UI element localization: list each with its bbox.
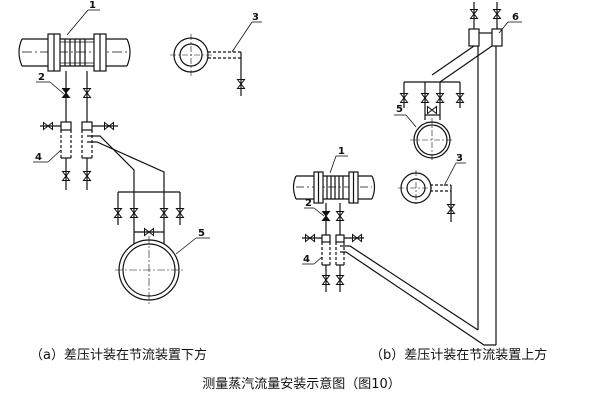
pipe-section-b <box>398 170 452 222</box>
main-pipe-b <box>292 175 376 200</box>
label-3-a: 3 <box>252 12 259 23</box>
long-impulse-lines-b <box>477 46 497 345</box>
label-5-a: 5 <box>198 228 205 239</box>
condensers-b <box>302 234 364 266</box>
orifice-plate-a <box>60 39 94 66</box>
label-1-a: 1 <box>89 0 96 11</box>
dp-gauge-a <box>115 236 183 304</box>
caption-b: （b）差压计装在节流装置上方 <box>370 348 548 363</box>
signal-lines-a <box>87 135 165 238</box>
condensers-a <box>40 121 118 159</box>
valve-manifold-a <box>117 191 181 233</box>
root-valve-left-a <box>61 87 71 99</box>
sloped-signal-lines-b <box>340 245 496 346</box>
valve-manifold-b <box>403 45 493 120</box>
caption-a: （a）差压计装在节流装置下方 <box>30 348 207 363</box>
item-labels: 1 2 3 4 5 6 5 3 1 2 4 <box>35 0 519 265</box>
label-4-a: 4 <box>35 152 42 163</box>
flange-pair-a <box>47 33 107 72</box>
dp-gauge-b <box>410 118 454 162</box>
label-2-a: 2 <box>38 72 45 83</box>
condensers-top-b <box>468 28 503 47</box>
balance-valve-b <box>426 105 438 115</box>
label-3-b: 3 <box>456 153 463 164</box>
label-6-b: 6 <box>512 12 519 23</box>
figure-caption: 测量蒸汽流量安装示意图（图10） <box>202 377 401 392</box>
pipe-section-a <box>170 34 242 96</box>
label-5-b: 5 <box>396 104 403 115</box>
flange-pair-b <box>313 171 359 204</box>
figure-b-meter-above <box>292 2 522 346</box>
figure-a-meter-below <box>18 9 262 304</box>
label-1-b: 1 <box>338 146 345 157</box>
label-4-b: 4 <box>303 254 310 265</box>
label-2-b: 2 <box>305 198 312 209</box>
orifice-plate-b <box>326 176 344 199</box>
